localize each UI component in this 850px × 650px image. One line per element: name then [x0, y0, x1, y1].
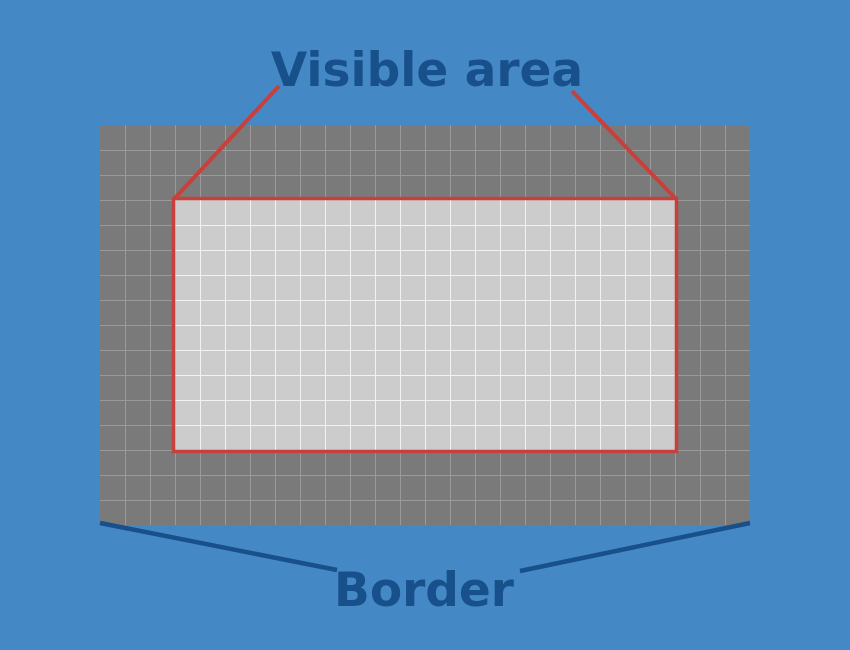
visible-grid	[175, 200, 675, 450]
visible-area-label: Visible area	[271, 43, 583, 98]
visible-area-callout-right	[570, 89, 677, 200]
border-label: Border	[334, 563, 515, 618]
visible-area-callout-left	[173, 84, 281, 200]
visible-area-outline	[171, 196, 679, 454]
border-callout-left	[99, 520, 338, 573]
border-callout-right	[519, 520, 751, 574]
